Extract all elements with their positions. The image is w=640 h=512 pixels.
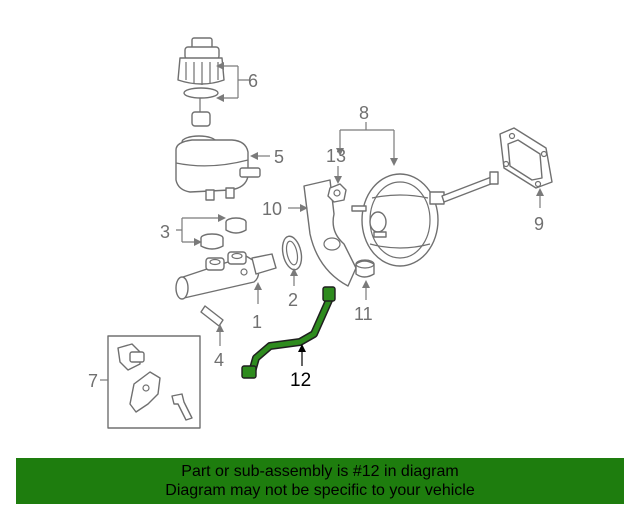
banner-line-disclaimer: Diagram may not be specific to your vehi… [165,482,475,499]
callout-5: 5 [274,147,284,167]
master-cylinder [175,251,277,300]
pin [200,305,224,327]
seal-ring [281,235,303,271]
exploded-parts-diagram: 1 2 3 4 5 6 7 8 9 10 11 12 13 [88,37,553,429]
callout-leaders [100,62,544,381]
sensor-kit-box [107,335,201,429]
heat-shield-hole [323,237,341,251]
mounting-nut [327,183,347,203]
callout-8: 8 [359,103,369,123]
booster-gasket [499,127,553,189]
callout-1: 1 [252,312,262,332]
brake-booster [351,171,499,267]
callout-6: 6 [248,71,258,91]
callout-labels: 1 2 3 4 5 6 7 8 9 10 11 12 13 [88,71,544,391]
banner-line-part-number: Part or sub-assembly is #12 in diagram [181,463,459,480]
callout-11: 11 [354,304,373,324]
callout-13: 13 [326,146,346,166]
callout-10: 10 [262,199,282,219]
callout-7: 7 [88,371,98,391]
reservoir-cap-assembly [177,37,225,127]
callout-9: 9 [534,214,544,234]
brake-line-highlighted [241,286,336,379]
callout-3: 3 [160,222,170,242]
reservoir-grommets [200,217,247,250]
callout-2: 2 [288,290,298,310]
info-banner: Part or sub-assembly is #12 in diagram D… [16,458,624,504]
check-valve-grommet [355,259,375,278]
callout-4: 4 [214,350,224,370]
brake-fluid-reservoir [175,135,261,201]
callout-12: 12 [290,370,311,391]
